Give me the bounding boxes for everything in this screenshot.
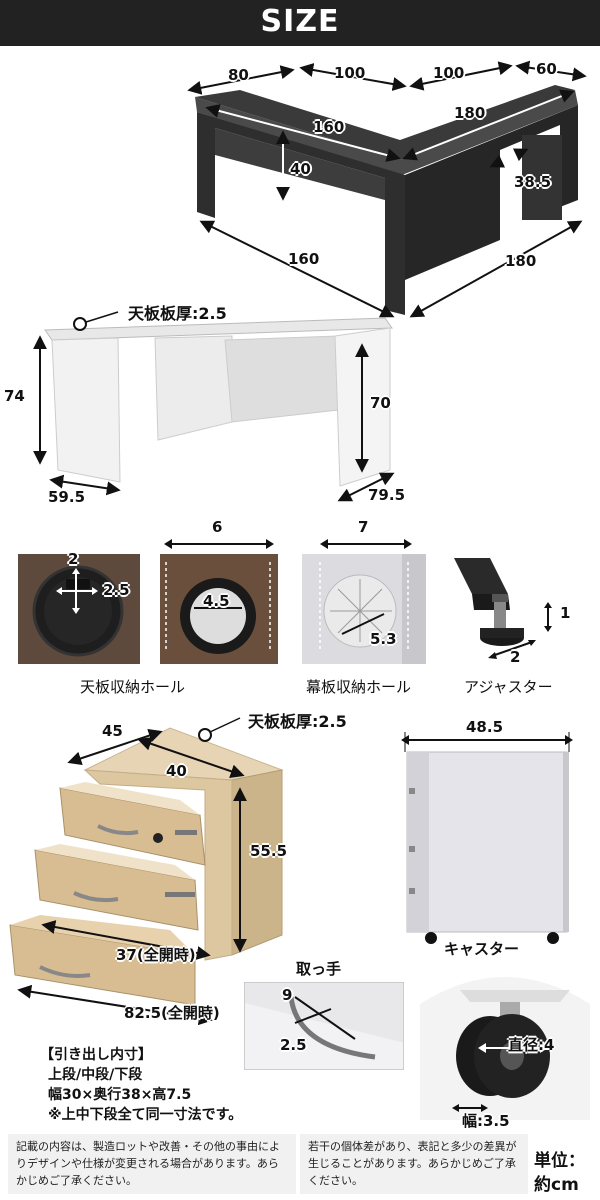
dim-bottom-160: 160 (288, 250, 320, 268)
drawer-inner-line3: ※上中下段全て同一寸法です。 (48, 1107, 243, 1123)
dim-60: 60 (536, 60, 557, 78)
cabinet-illustration (9, 717, 284, 1026)
hole3-dim-7: 7 (358, 518, 369, 536)
hole1-dim-2-5: 2.5 (103, 581, 130, 599)
top-hole-photo-1 (18, 554, 140, 664)
dim-bottom-180: 180 (505, 252, 537, 270)
cabinet-dim-48-5: 48.5 (466, 718, 504, 736)
handle-photo (244, 982, 404, 1070)
label-top-hole: 天板収納ホール (80, 678, 186, 696)
dim-width-59-5: 59.5 (48, 488, 86, 506)
unit-value: 約cm (534, 1175, 579, 1195)
cabinet-dim-45: 45 (102, 722, 123, 740)
dim-height-74: 74 (4, 387, 25, 405)
adjuster-dim-1: 1 (560, 604, 571, 622)
page-title: SIZE (260, 4, 340, 39)
l-desk-illustration (187, 60, 587, 318)
caster-diameter: 直径:4 (508, 1036, 555, 1054)
drawer-inner-heading: 【引き出し内寸】 (40, 1047, 152, 1063)
top-hole-photo-2 (160, 554, 278, 664)
dim-38-5: 38.5 (514, 173, 552, 191)
cabinet-dim-37-open: 37(全開時) (116, 946, 196, 964)
cabinet-dim-55-5: 55.5 (250, 842, 288, 860)
hole2-arrow (164, 539, 274, 549)
cabinet-board-thickness: 天板板厚:2.5 (248, 712, 347, 731)
caster-title: キャスター (444, 940, 520, 958)
panel-hole-photo (302, 554, 426, 664)
caster-width: 幅:3.5 (462, 1112, 510, 1130)
label-panel-hole: 幕板収納ホール (306, 678, 412, 696)
adjuster-dim-2: 2 (510, 648, 521, 666)
label-adjuster: アジャスター (464, 678, 553, 696)
hole3-dim-5-3: 5.3 (370, 630, 397, 648)
dim-100-right: 100 (433, 64, 465, 82)
hole2-dim-6: 6 (212, 518, 223, 536)
hole3-arrow (320, 539, 412, 549)
dim-height-70: 70 (370, 394, 391, 412)
front-board-thickness: 天板板厚:2.5 (128, 304, 227, 323)
dim-height-40: 40 (290, 160, 311, 178)
cabinet-dim-40: 40 (166, 762, 187, 780)
unit-label: 単位： (534, 1151, 585, 1171)
dim-100-left: 100 (334, 64, 366, 82)
dim-80: 80 (228, 66, 249, 84)
note-right: 若干の個体差があり、表記と多少の差異が生じることがあります。あらかじめご了承くだ… (300, 1134, 528, 1194)
dim-top-160: 160 (313, 118, 345, 136)
note-left: 記載の内容は、製造ロットや改善・その他の事由によりデザインや仕様が変更される場合… (8, 1134, 296, 1194)
drawer-inner-line2: 幅30×奥行38×高7.5 (48, 1087, 192, 1103)
cabinet-side-view (401, 732, 573, 944)
adjuster-illustration (454, 558, 552, 659)
handle-dim-2-5: 2.5 (280, 1036, 307, 1054)
cabinet-dim-82-5-open: 82.5(全開時) (124, 1004, 220, 1022)
hole2-dim-4-5: 4.5 (203, 592, 230, 610)
dim-top-180: 180 (454, 104, 486, 122)
hole1-dim-2: 2 (68, 550, 79, 568)
dim-width-79-5: 79.5 (368, 486, 406, 504)
drawer-inner-line1: 上段/中段/下段 (48, 1067, 143, 1083)
handle-dim-9: 9 (282, 986, 293, 1004)
desk-front-view (33, 311, 395, 502)
header-bar (0, 0, 600, 46)
caster-illustration (420, 977, 590, 1120)
handle-title: 取っ手 (296, 960, 342, 978)
